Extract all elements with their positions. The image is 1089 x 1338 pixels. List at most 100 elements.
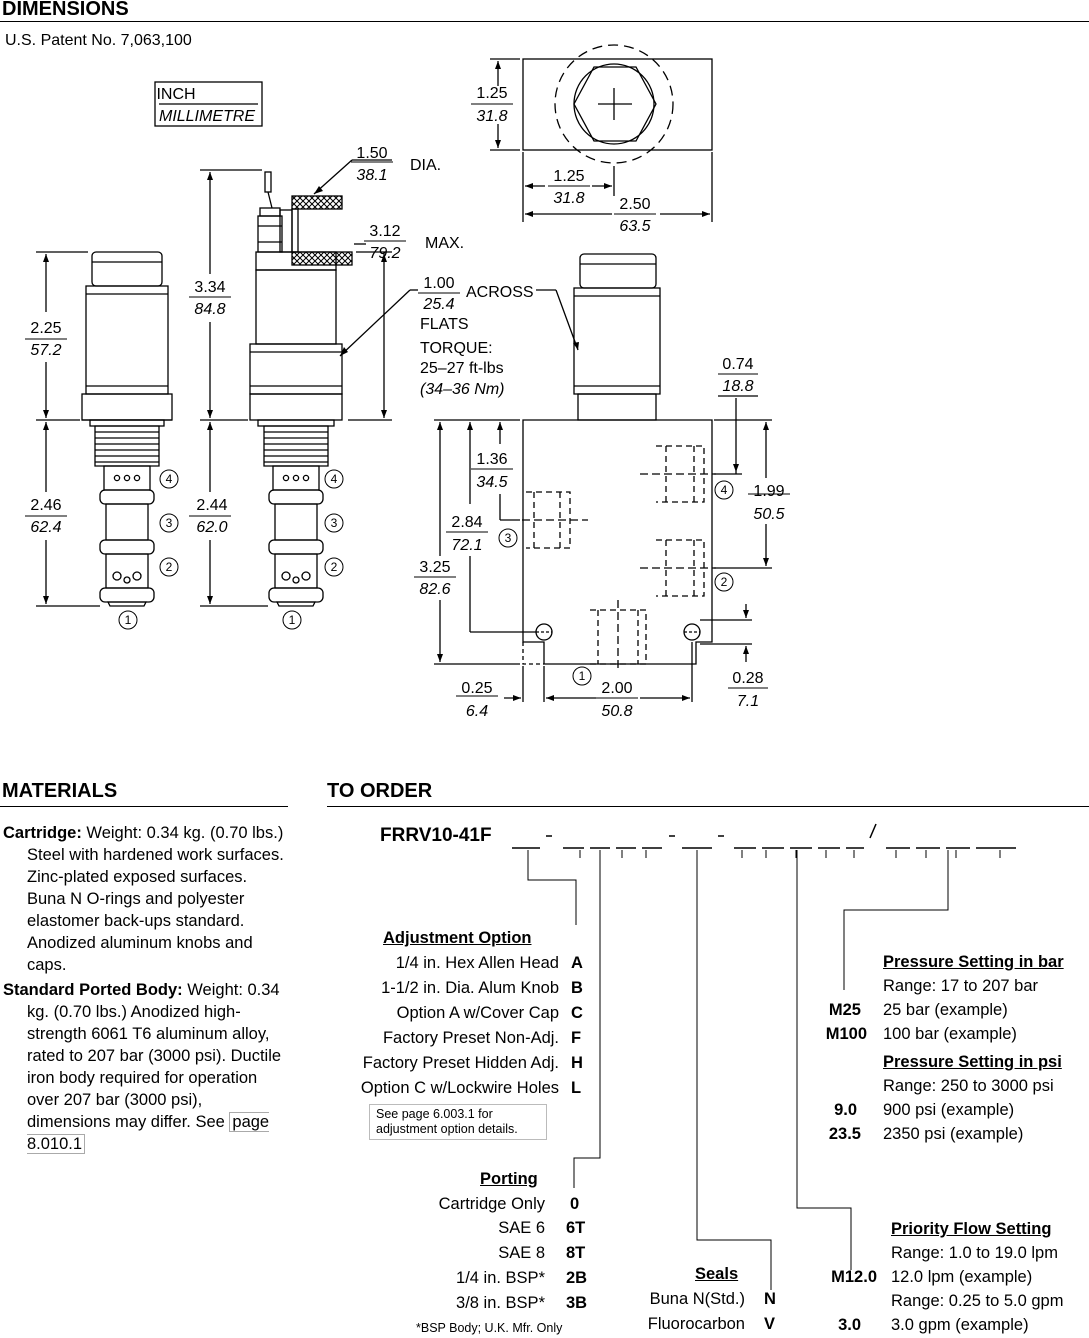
- svg-text:50.8: 50.8: [601, 703, 632, 720]
- svg-text:63.5: 63.5: [619, 218, 650, 235]
- header-rule: [0, 21, 1089, 22]
- page-link[interactable]: page 8.010.1: [27, 1112, 270, 1154]
- port-code: 3B: [566, 1294, 588, 1312]
- svg-text:34.5: 34.5: [476, 474, 507, 491]
- svg-text:3: 3: [331, 516, 338, 530]
- pressure-psi-row: 2350 psi (example): [883, 1125, 1024, 1143]
- svg-text:ACROSS: ACROSS: [466, 284, 534, 301]
- svg-text:4: 4: [721, 483, 728, 497]
- svg-text:1.25: 1.25: [476, 85, 507, 102]
- adj-row: 1-1/2 in. Dia. Alum Knob: [381, 979, 559, 997]
- legend-mm: MILLIMETRE: [159, 108, 255, 125]
- materials-cartridge: Cartridge: Weight: 0.34 kg. (0.70 lbs.) …: [3, 824, 284, 974]
- svg-text:82.6: 82.6: [419, 581, 450, 598]
- svg-text:25.4: 25.4: [422, 296, 454, 313]
- svg-text:1: 1: [289, 613, 296, 627]
- svg-text:4: 4: [166, 472, 173, 486]
- cartridge-2: [249, 171, 353, 607]
- adj-code: A: [571, 954, 583, 972]
- priority-flow-title: Priority Flow Setting: [891, 1220, 1052, 1238]
- priority-flow-range-lpm: Range: 1.0 to 19.0 lpm: [891, 1244, 1058, 1262]
- svg-text:2.46: 2.46: [30, 497, 61, 514]
- svg-text:1: 1: [125, 613, 132, 627]
- cartridge-1: [81, 251, 173, 607]
- legend-inch: INCH: [156, 86, 195, 103]
- port-row: SAE 8: [498, 1244, 545, 1262]
- svg-text:2: 2: [721, 575, 728, 589]
- svg-text:DIA.: DIA.: [410, 157, 441, 174]
- seal-code: N: [764, 1290, 776, 1308]
- svg-text:38.1: 38.1: [356, 167, 387, 184]
- materials-body-text: Standard Ported Body: Weight: 0.34 kg. (…: [3, 981, 282, 1154]
- adj-code: F: [571, 1029, 582, 1047]
- svg-text:72.1: 72.1: [451, 537, 482, 554]
- svg-text:3.12: 3.12: [369, 223, 400, 240]
- svg-text:1: 1: [579, 669, 586, 683]
- svg-text:(34–36 Nm): (34–36 Nm): [420, 381, 504, 398]
- adj-row: Option A w/Cover Cap: [396, 1004, 559, 1022]
- pressure-psi-code: 9.0: [834, 1101, 857, 1119]
- pressure-psi-range: Range: 250 to 3000 psi: [883, 1077, 1054, 1095]
- section-title-dimensions: DIMENSIONS: [2, 0, 129, 20]
- pressure-psi-title: Pressure Setting in psi: [883, 1053, 1062, 1071]
- svg-text:4: 4: [331, 472, 338, 486]
- svg-text:3: 3: [505, 531, 512, 545]
- svg-text:62.0: 62.0: [196, 519, 227, 536]
- svg-text:6.4: 6.4: [466, 703, 488, 720]
- pressure-bar-code: M25: [828, 1001, 861, 1019]
- svg-text:1.50: 1.50: [356, 145, 387, 162]
- port-row: Cartridge Only: [438, 1195, 545, 1213]
- pressure-bar-row: 100 bar (example): [883, 1025, 1017, 1043]
- priority-flow-code: M12.0: [831, 1268, 877, 1286]
- adj-code: B: [571, 979, 583, 997]
- svg-text:0.25: 0.25: [461, 680, 492, 697]
- adj-row: Option C w/Lockwire Holes: [360, 1079, 559, 1097]
- seal-row: Buna N(Std.): [649, 1290, 745, 1308]
- port-row: SAE 6: [498, 1219, 545, 1237]
- pressure-bar-title: Pressure Setting in bar: [883, 953, 1064, 971]
- adj-code: L: [571, 1079, 582, 1097]
- materials-body: Cartridge: Weight: 0.34 kg. (0.70 lbs.) …: [3, 822, 288, 1158]
- pressure-psi-code: 23.5: [828, 1125, 861, 1143]
- svg-text:50.5: 50.5: [753, 506, 784, 523]
- svg-text:79.2: 79.2: [369, 245, 400, 262]
- seals-title: Seals: [695, 1265, 739, 1283]
- order-rule: [327, 806, 1089, 807]
- svg-text:7.1: 7.1: [737, 693, 759, 710]
- svg-text:25–27 ft-lbs: 25–27 ft-lbs: [420, 360, 504, 377]
- adj-row: Factory Preset Non-Adj.: [382, 1029, 559, 1047]
- section-title-materials: MATERIALS: [2, 780, 118, 802]
- adj-code: C: [571, 1004, 583, 1022]
- svg-text:3.34: 3.34: [194, 279, 225, 296]
- svg-text:0.74: 0.74: [722, 356, 753, 373]
- svg-text:18.8: 18.8: [722, 378, 753, 395]
- adj-code: H: [571, 1054, 583, 1072]
- port-row: 3/8 in. BSP*: [456, 1294, 545, 1312]
- pressure-bar-code: M100: [825, 1025, 867, 1043]
- svg-text:MAX.: MAX.: [425, 235, 464, 252]
- seal-code: V: [764, 1315, 776, 1333]
- priority-flow-range-gpm: Range: 0.25 to 5.0 gpm: [891, 1292, 1064, 1310]
- svg-text:2.00: 2.00: [601, 680, 632, 697]
- svg-text:3: 3: [166, 516, 173, 530]
- port-code: 6T: [566, 1219, 586, 1237]
- porting-note: *BSP Body; U.K. Mfr. Only: [416, 1321, 563, 1335]
- pressure-bar-range: Range: 17 to 207 bar: [883, 977, 1039, 995]
- svg-text:FLATS: FLATS: [420, 316, 469, 333]
- seal-row: Fluorocarbon: [647, 1315, 745, 1333]
- svg-text:1.99: 1.99: [753, 483, 784, 500]
- materials-rule: [0, 806, 288, 807]
- priority-flow-row: 12.0 lpm (example): [891, 1268, 1033, 1286]
- body-front-view: [522, 253, 716, 670]
- adj-title: Adjustment Option: [383, 929, 532, 947]
- svg-text:1.25: 1.25: [553, 168, 584, 185]
- adj-row: Factory Preset Hidden Adj.: [362, 1054, 559, 1072]
- unit-legend-box: [154, 81, 263, 127]
- svg-text:62.4: 62.4: [30, 519, 61, 536]
- port-code: 2B: [566, 1269, 588, 1287]
- pressure-psi-row: 900 psi (example): [883, 1101, 1015, 1119]
- svg-text:84.8: 84.8: [194, 301, 225, 318]
- svg-text:2.44: 2.44: [196, 497, 227, 514]
- svg-text:2.84: 2.84: [451, 514, 482, 531]
